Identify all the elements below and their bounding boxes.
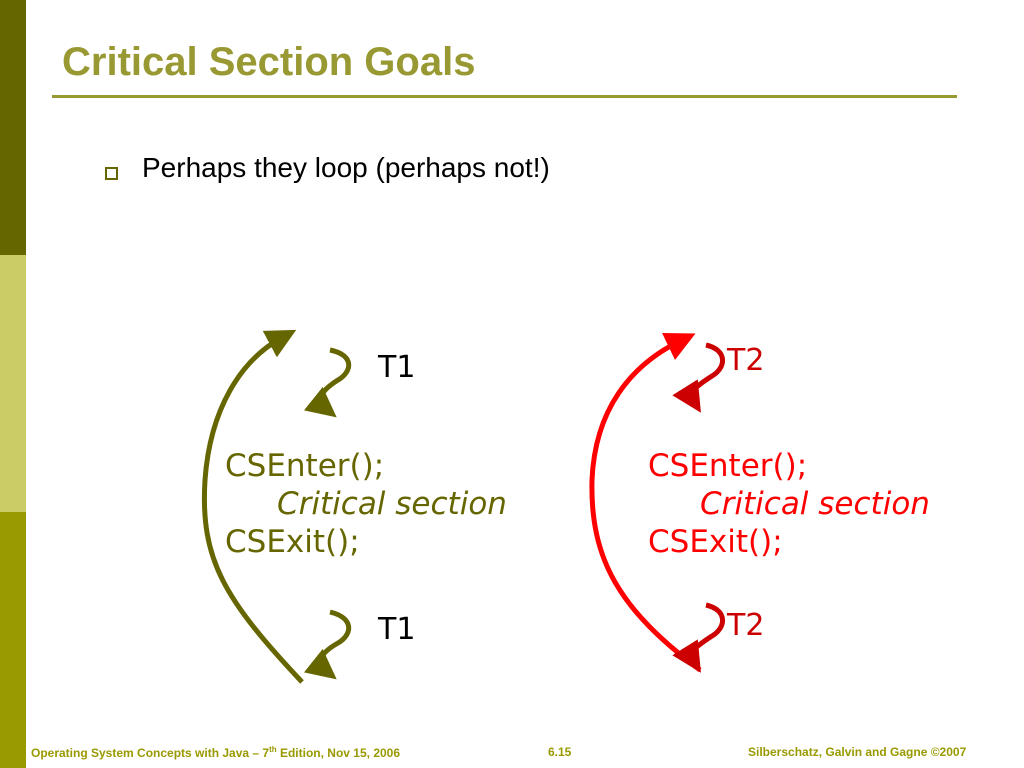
sidebar-band-light: [0, 255, 26, 512]
thread-label-left-top: T1: [378, 350, 416, 385]
code-exit-left: CSExit();: [225, 524, 360, 560]
title-divider: [52, 95, 957, 98]
loop-arrow-right: [589, 332, 702, 672]
squiggle-arrow-right-bottom: [672, 602, 725, 673]
code-block-right: CSEnter(); Critical section CSExit();: [648, 447, 930, 561]
slide-sidebar: [0, 0, 26, 768]
squiggle-arrow-right-top: [672, 342, 725, 413]
slide-title: Critical Section Goals: [62, 40, 476, 84]
footer-book-sup: th: [269, 745, 277, 754]
footer-book-suffix: Edition, Nov 15, 2006: [276, 746, 401, 760]
square-bullet-icon: [105, 167, 118, 180]
squiggle-arrow-left-top: [303, 347, 352, 418]
code-enter-left: CSEnter();: [225, 448, 385, 484]
footer-copyright: Silberschatz, Galvin and Gagne ©2007: [748, 745, 967, 759]
sidebar-band-mid: [0, 512, 26, 768]
footer-book-prefix: Operating System Concepts with Java – 7: [31, 746, 270, 760]
code-section-left: Critical section: [277, 486, 507, 522]
squiggle-arrow-left-bottom: [303, 609, 352, 680]
code-exit-right: CSExit();: [648, 524, 783, 560]
thread-label-right-top: T2: [727, 343, 765, 378]
loop-arrow-left: [201, 329, 304, 684]
thread-label-right-bottom: T2: [727, 608, 765, 643]
code-section-right: Critical section: [700, 486, 930, 522]
code-enter-right: CSEnter();: [648, 448, 808, 484]
footer-book-info: Operating System Concepts with Java – 7t…: [31, 745, 400, 760]
footer-slide-number: 6.15: [548, 745, 572, 759]
code-block-left: CSEnter(); Critical section CSExit();: [225, 447, 507, 561]
thread-label-left-bottom: T1: [378, 612, 416, 647]
bullet-text: Perhaps they loop (perhaps not!): [142, 152, 550, 183]
sidebar-band-dark: [0, 0, 26, 255]
